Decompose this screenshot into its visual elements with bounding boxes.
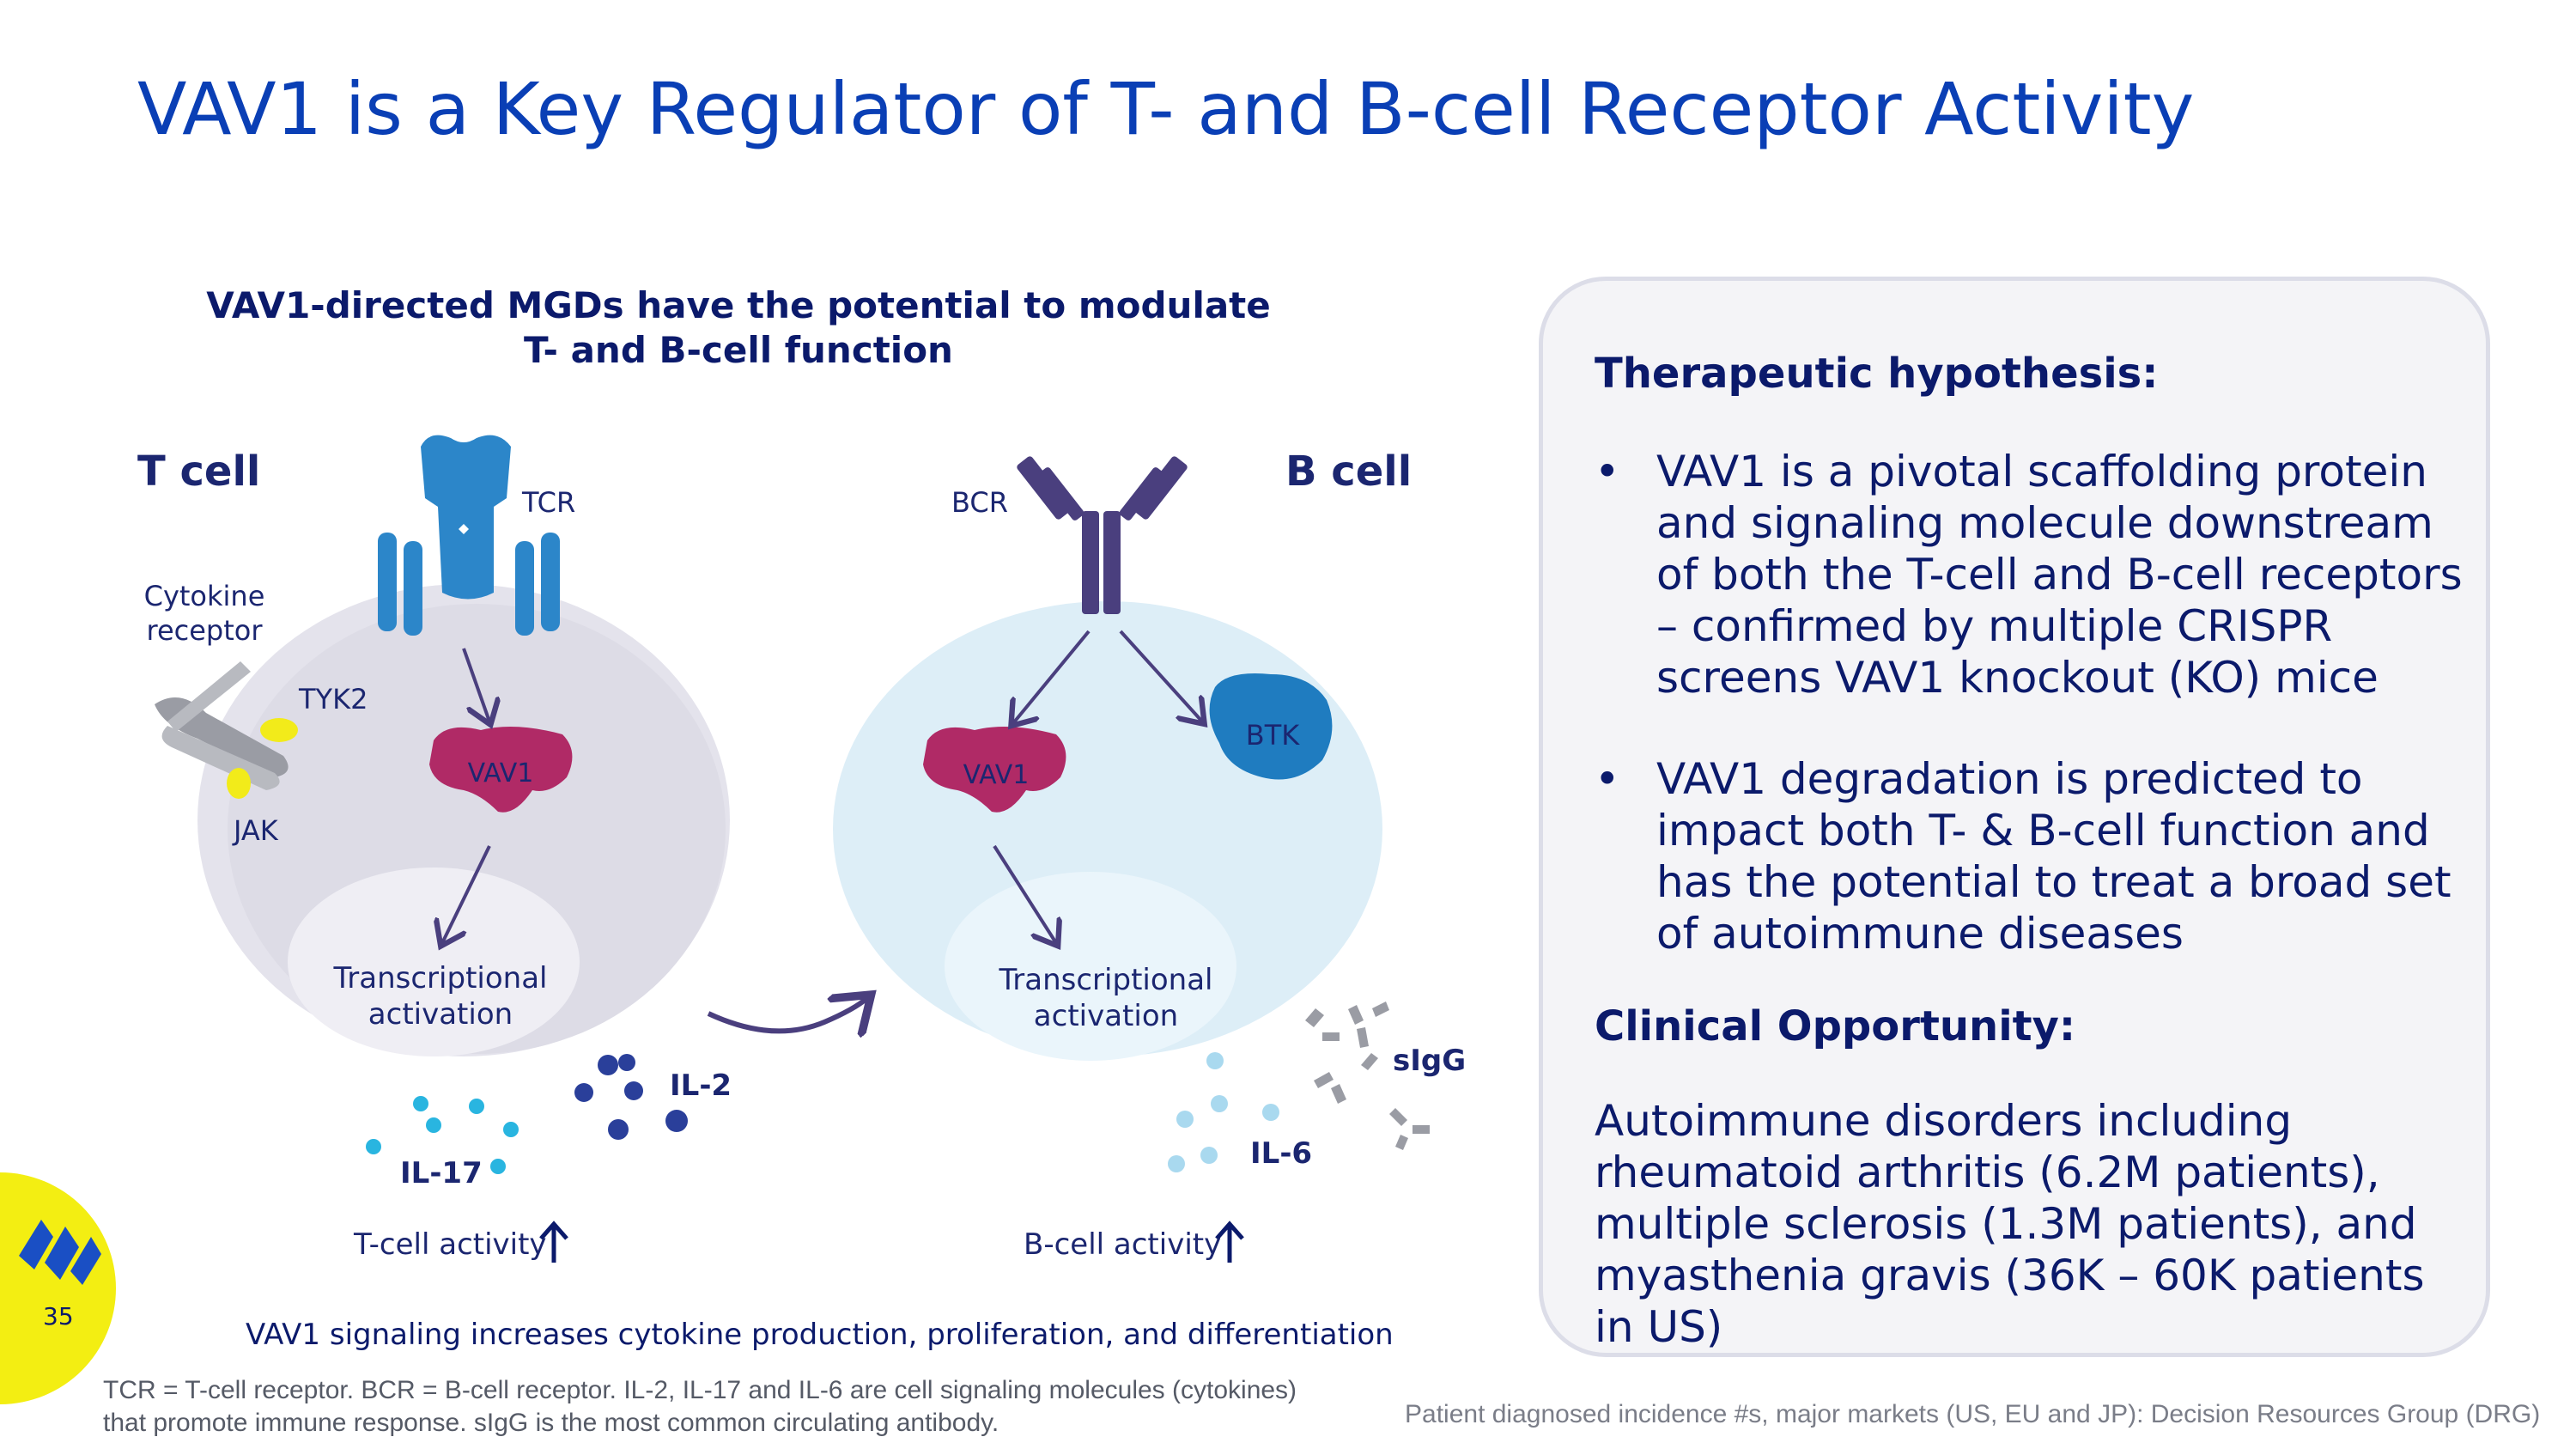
- cytokine-receptor-label-1: Cytokine: [144, 580, 265, 612]
- bcr-receptor: [1017, 456, 1188, 614]
- il17-cytokines: [366, 1096, 519, 1174]
- il2-label: IL-2: [670, 1068, 732, 1103]
- bullet-item-1: • VAV1 is a pivotal scaffolding protein …: [1595, 446, 2481, 703]
- btk-protein: [1209, 673, 1333, 780]
- tyk2-label: TYK2: [298, 683, 368, 715]
- vav1-protein-t: [429, 727, 573, 813]
- bcr-label: BCR: [951, 486, 1008, 519]
- il6-cytokines: [1168, 1052, 1279, 1172]
- activity-up-arrows: [539, 1221, 1244, 1263]
- bullet-marker: •: [1595, 447, 1620, 496]
- b-activity-label: B-cell activity: [1024, 1227, 1221, 1262]
- tyk2-protein: [260, 718, 298, 742]
- transcriptional-b-label-1: Transcriptional: [999, 963, 1213, 997]
- signaling-diagram: T cell B cell TCR BCR Cytokine receptor …: [0, 435, 1466, 1404]
- transcriptional-t-label-2: activation: [368, 997, 513, 1032]
- transcriptional-b-label-2: activation: [1034, 999, 1178, 1033]
- tcr-label: TCR: [521, 486, 575, 519]
- cytokine-receptor: [155, 661, 298, 799]
- jak-protein: [227, 768, 251, 799]
- logo-badge: [0, 1172, 116, 1404]
- bullet-text-2: VAV1 degradation is predicted to impact …: [1656, 754, 2451, 959]
- vav1-label-b: VAV1: [963, 760, 1030, 790]
- clinical-opportunity-text: Autoimmune disorders including rheumatoi…: [1595, 1096, 2425, 1352]
- bullet-item-2: • VAV1 degradation is predicted to impac…: [1595, 753, 2481, 968]
- sigg-label: sIgG: [1393, 1044, 1466, 1078]
- b-cell-label: B cell: [1285, 447, 1412, 496]
- hypothesis-panel: Therapeutic hypothesis: • VAV1 is a pivo…: [1539, 277, 2490, 1357]
- diagram-caption: VAV1 signaling increases cytokine produc…: [246, 1318, 1394, 1352]
- footnote-abbreviations: TCR = T-cell receptor. BCR = B-cell rece…: [103, 1376, 1297, 1437]
- cytokine-receptor-label-2: receptor: [146, 614, 263, 647]
- sigg-antibodies: [1305, 1002, 1430, 1150]
- il6-label: IL-6: [1250, 1136, 1312, 1171]
- bullet-text-1: VAV1 is a pivotal scaffolding protein an…: [1656, 447, 2463, 703]
- t-cell-nucleus: [288, 868, 580, 1056]
- tcr-receptor: [378, 435, 560, 636]
- company-logo-icon: [19, 1220, 101, 1285]
- clinical-opportunity-heading: Clinical Opportunity:: [1595, 1002, 2076, 1050]
- page-title: VAV1 is a Key Regulator of T- and B-cell…: [137, 67, 2195, 151]
- jak-label: JAK: [232, 814, 279, 847]
- subtitle-line-1: VAV1-directed MGDs have the potential to…: [206, 284, 1271, 326]
- signal-arrows: [442, 630, 1202, 1031]
- t-cell-label: T cell: [137, 447, 260, 496]
- t-activity-label: T-cell activity: [353, 1227, 547, 1262]
- vav1-protein-b: [923, 727, 1066, 813]
- transcriptional-t-label-1: Transcriptional: [333, 961, 548, 995]
- il17-label: IL-17: [400, 1156, 483, 1190]
- vav1-label-t: VAV1: [468, 758, 534, 788]
- btk-label: BTK: [1246, 719, 1301, 752]
- therapeutic-hypothesis-heading: Therapeutic hypothesis:: [1595, 350, 2159, 398]
- il2-cytokines: [574, 1054, 688, 1140]
- b-cell-nucleus: [945, 872, 1236, 1061]
- subtitle-line-2: T- and B-cell function: [524, 329, 953, 371]
- page-number: 35: [43, 1302, 74, 1330]
- bullet-marker: •: [1595, 754, 1620, 804]
- footnote-source: Patient diagnosed incidence #s, major ma…: [1405, 1400, 2541, 1428]
- diagram-subtitle: VAV1-directed MGDs have the potential to…: [189, 283, 1288, 373]
